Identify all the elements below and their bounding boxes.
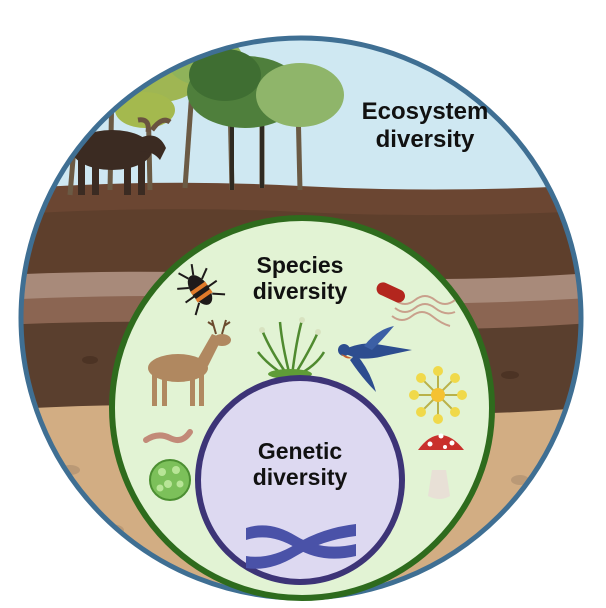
genetic-label-line2: diversity [252,464,348,491]
algae-cell-icon [149,459,191,501]
flower-icon [409,366,467,424]
bacterium-icon [376,282,456,327]
moose-icon [72,117,172,195]
species-label-line2: diversity [252,278,348,305]
genetic-circle [195,375,405,585]
species-label-line1: Species [256,252,344,278]
genetic-label-line1: Genetic [257,438,343,464]
earthworm-icon [143,429,193,443]
deer-icon [148,319,231,406]
beetle-icon [177,263,226,316]
species-diversity-label: Species diversity [215,252,385,305]
swallow-icon [338,326,412,392]
ecosystem-label-line1: Ecosystem [361,98,489,125]
genetic-diversity-label: Genetic diversity [225,438,375,491]
chromosome-icon [246,524,356,569]
ecosystem-diversity-label: Ecosystem diversity [340,98,510,153]
ecosystem-label-line2: diversity [375,125,475,153]
mushroom-icon [418,433,464,499]
